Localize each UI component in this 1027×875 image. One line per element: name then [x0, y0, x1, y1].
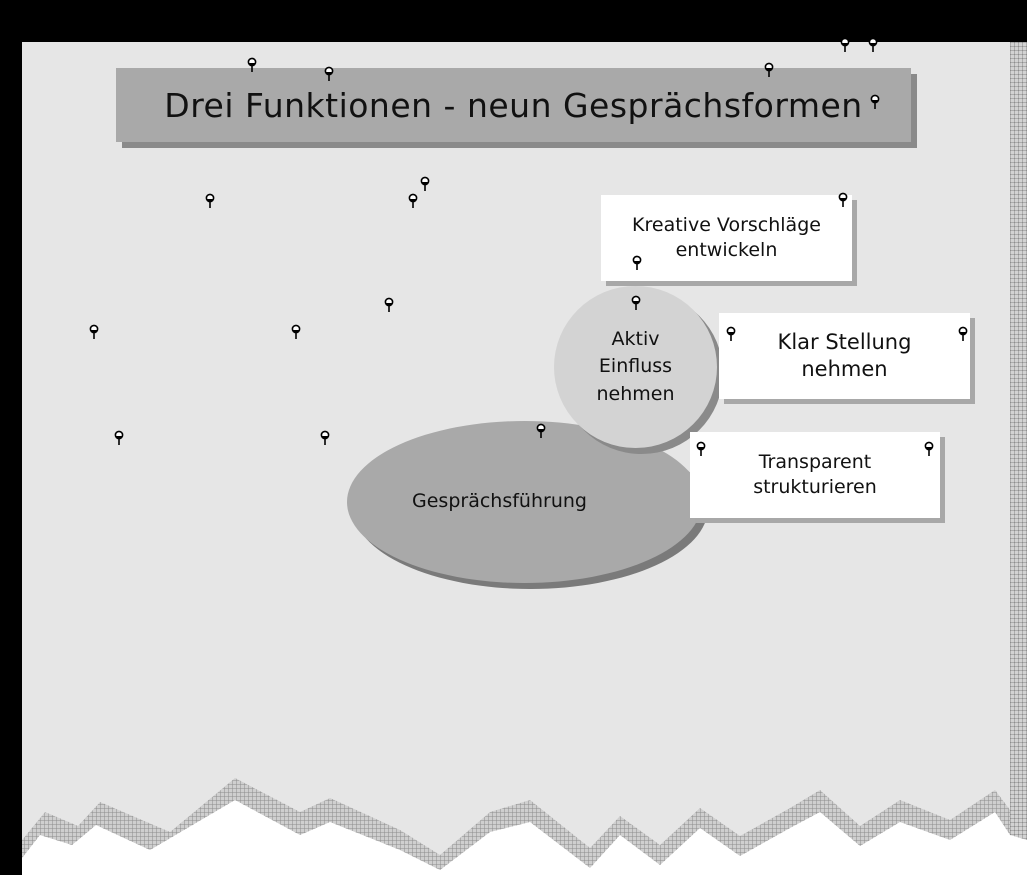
- box-transparent-strukturieren: Transparent strukturieren: [690, 432, 940, 518]
- sub-circle-label: Aktiv Einfluss nehmen: [596, 327, 675, 405]
- pushpin-icon: [838, 192, 848, 207]
- pushpin-icon: [291, 324, 301, 339]
- pushpin-icon: [726, 326, 736, 341]
- pushpin-icon: [320, 430, 330, 445]
- right-edge-hatch: [1010, 42, 1027, 875]
- title-banner: Drei Funktionen - neun Gesprächsformen: [116, 68, 911, 142]
- center-ellipse: Gesprächsführung: [347, 421, 702, 583]
- pushpin-icon: [324, 66, 334, 81]
- pushpin-icon: [696, 441, 706, 456]
- pushpin-icon: [247, 57, 257, 72]
- pushpin-icon: [89, 324, 99, 339]
- pushpin-icon: [840, 37, 850, 52]
- pushpin-icon: [631, 295, 641, 310]
- box-label: Klar Stellung nehmen: [777, 329, 912, 381]
- pushpin-icon: [924, 441, 934, 456]
- sub-circle: Aktiv Einfluss nehmen: [554, 286, 717, 448]
- pushpin-icon: [632, 255, 642, 270]
- pushpin-icon: [870, 94, 880, 109]
- box-klar-stellung: Klar Stellung nehmen: [719, 313, 970, 399]
- center-ellipse-label: Gesprächsführung: [412, 490, 587, 513]
- pushpin-icon: [958, 326, 968, 341]
- pushpin-icon: [764, 62, 774, 77]
- pushpin-icon: [384, 297, 394, 312]
- box-label: Kreative Vorschläge entwickeln: [632, 214, 821, 261]
- pushpin-icon: [536, 423, 546, 438]
- diagram-title: Drei Funktionen - neun Gesprächsformen: [164, 85, 863, 125]
- pushpin-icon: [420, 176, 430, 191]
- pushpin-icon: [114, 430, 124, 445]
- pushpin-icon: [205, 193, 215, 208]
- pushpin-icon: [868, 37, 878, 52]
- box-kreative-vorschlaege: Kreative Vorschläge entwickeln: [601, 195, 852, 281]
- pushpin-icon: [408, 193, 418, 208]
- box-label: Transparent strukturieren: [753, 451, 877, 498]
